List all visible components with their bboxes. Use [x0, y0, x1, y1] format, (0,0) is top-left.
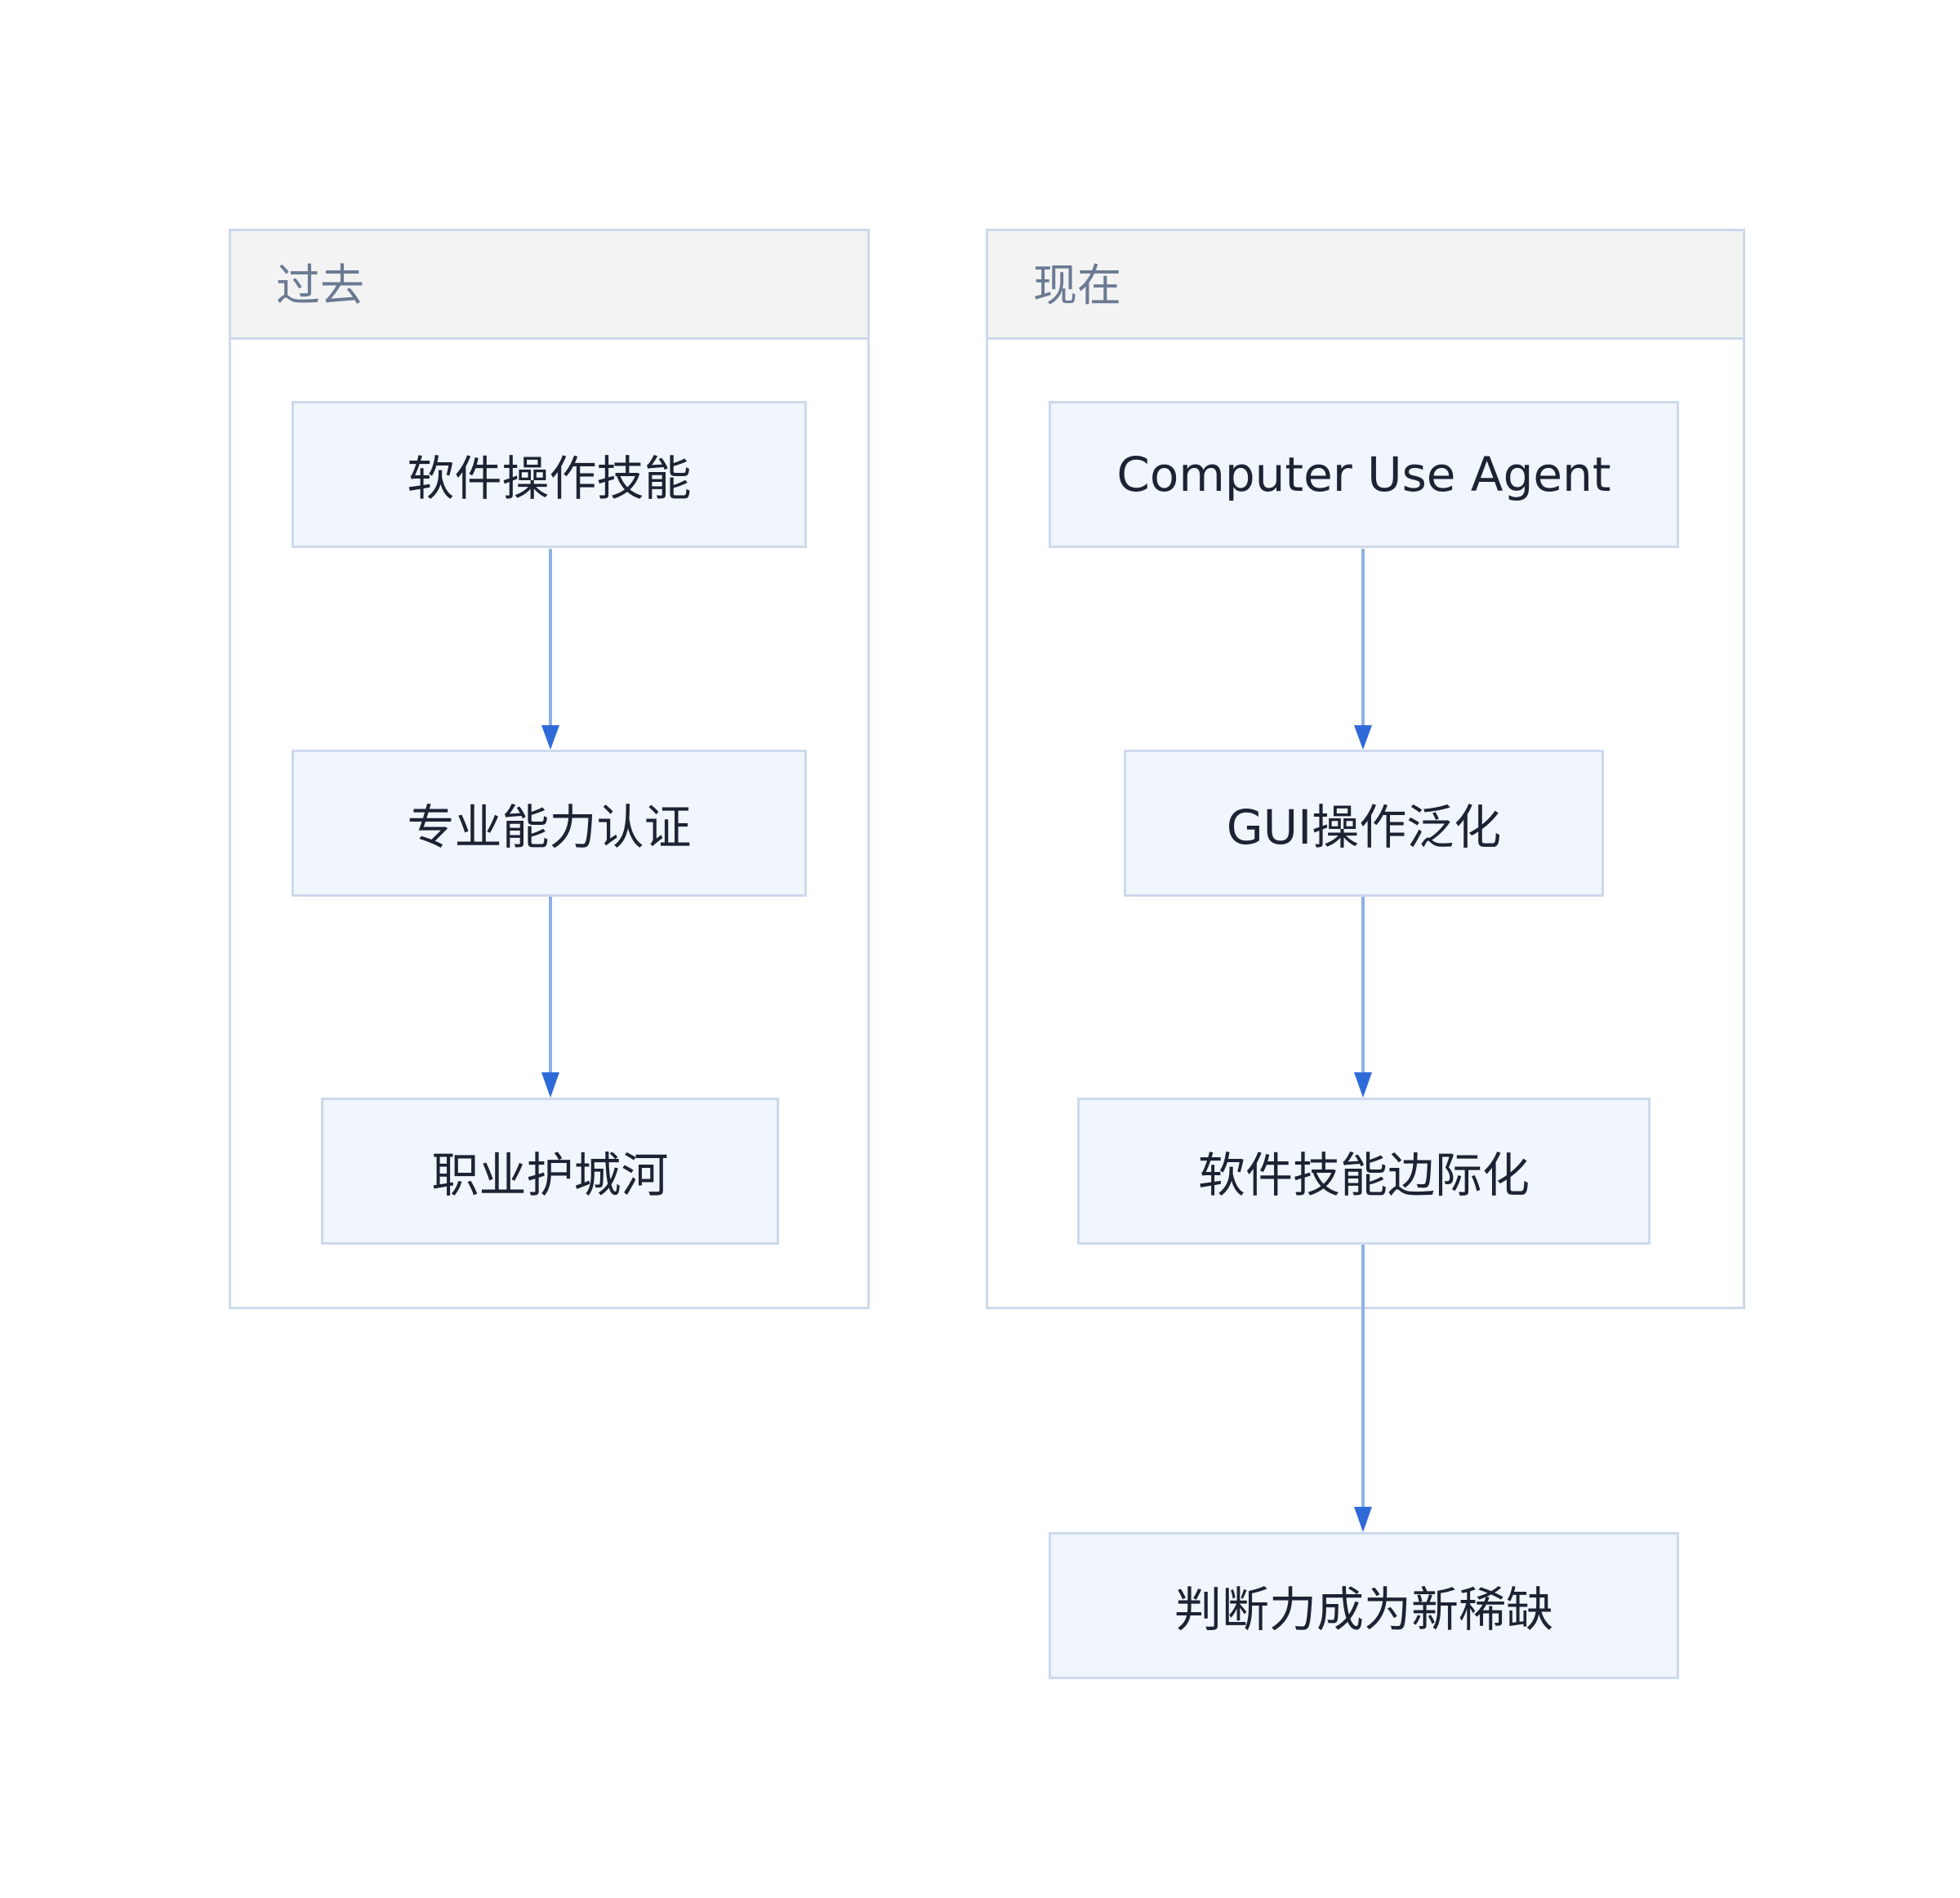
node-label: 职业护城河 [431, 1147, 669, 1203]
group-past-header: 过去 [231, 231, 867, 340]
node-past-career-moat[interactable]: 职业护城河 [321, 1098, 779, 1245]
node-past-certification[interactable]: 专业能力认证 [292, 750, 807, 897]
node-label: Computer Use Agent [1116, 447, 1611, 502]
node-label: 判断力成为新稀缺 [1174, 1582, 1553, 1637]
group-past-title: 过去 [276, 260, 364, 311]
node-present-gui-generalization[interactable]: GUI操作泛化 [1124, 750, 1604, 897]
node-label: 软件技能边际化 [1197, 1147, 1530, 1203]
node-label: GUI操作泛化 [1226, 800, 1502, 855]
node-label: 软件操作技能 [407, 451, 692, 506]
node-past-software-skills[interactable]: 软件操作技能 [292, 401, 807, 548]
node-present-computer-use-agent[interactable]: Computer Use Agent [1049, 401, 1679, 548]
group-present-title: 现在 [1033, 260, 1121, 311]
group-present-header: 现在 [988, 231, 1743, 340]
node-outcome-judgment-scarce[interactable]: 判断力成为新稀缺 [1049, 1532, 1679, 1679]
node-label: 专业能力认证 [407, 800, 692, 855]
node-present-skills-marginalized[interactable]: 软件技能边际化 [1077, 1098, 1650, 1245]
